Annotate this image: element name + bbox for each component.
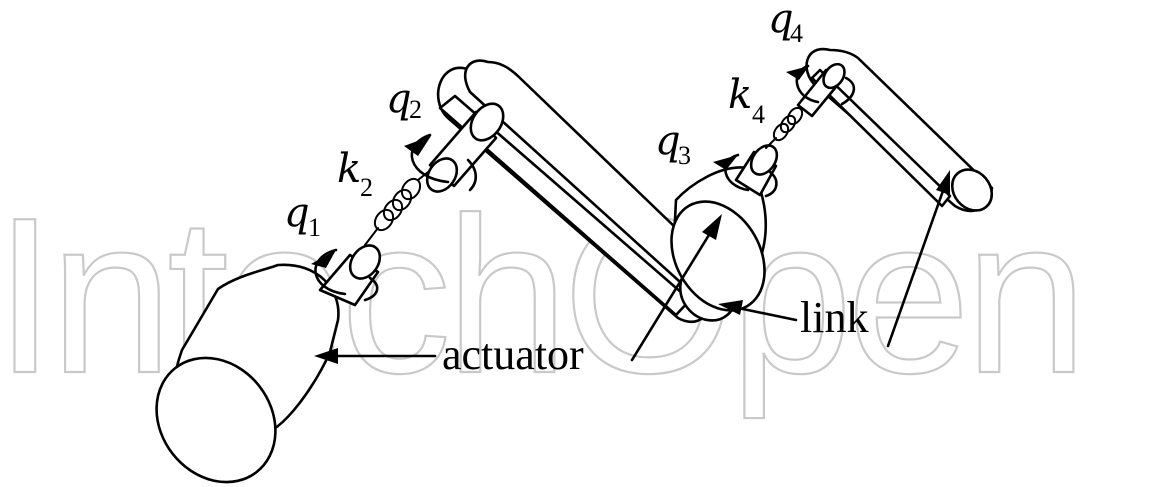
link-2	[786, 47, 994, 213]
label-q2: q 2	[386, 76, 422, 124]
label-q1: q 1	[284, 190, 321, 242]
link-1-arrowhead	[718, 300, 743, 315]
actuator-3	[670, 144, 779, 312]
label-k4: k 4	[728, 72, 765, 129]
svg-text:4: 4	[790, 19, 803, 48]
svg-text:1: 1	[308, 213, 321, 242]
svg-text:2: 2	[409, 95, 422, 124]
spring-k2	[364, 171, 429, 246]
svg-text:q: q	[284, 190, 310, 236]
label-link: link	[800, 293, 868, 342]
actuator-3-arrowhead	[702, 214, 722, 240]
label-q4: q 4	[768, 0, 803, 48]
label-actuator: actuator	[442, 330, 584, 379]
svg-text:4: 4	[752, 100, 765, 129]
label-q3: q 3	[655, 118, 691, 170]
label-k2: k 2	[337, 146, 373, 202]
svg-text:q: q	[655, 118, 681, 164]
link-2-arrowhead	[936, 170, 950, 195]
svg-text:3: 3	[678, 141, 691, 170]
svg-text:q: q	[768, 0, 794, 42]
svg-text:k: k	[337, 146, 361, 192]
pointer-arrows	[314, 170, 950, 364]
svg-text:2: 2	[360, 173, 373, 202]
svg-text:k: k	[728, 72, 752, 118]
actuator-1	[155, 244, 382, 484]
svg-text:q: q	[386, 76, 412, 122]
actuator-1-arrowhead	[314, 348, 338, 364]
link-1	[404, 59, 738, 324]
